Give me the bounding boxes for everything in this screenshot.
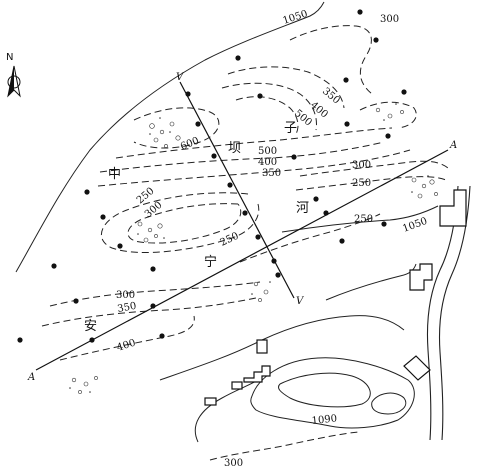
scree-patch-sw xyxy=(69,376,98,394)
contour-label: 500 xyxy=(258,146,277,157)
contour-label: 300 xyxy=(352,160,371,171)
place-char-zhong: 中 xyxy=(108,167,121,182)
contour-1050-outer xyxy=(15,1,325,273)
building-east-small xyxy=(409,263,433,291)
contour-350-sw xyxy=(41,297,257,327)
contour-500-band xyxy=(115,127,393,159)
contour-600-west xyxy=(133,107,220,149)
section-line-v xyxy=(179,81,295,299)
scree-patch-south xyxy=(251,281,271,302)
contour-inner-hill xyxy=(277,372,371,408)
buildings xyxy=(204,189,467,406)
contour-300-east xyxy=(299,160,449,177)
building-square xyxy=(256,339,268,354)
section-v-start-label: V xyxy=(176,72,185,83)
contour-300-south xyxy=(209,431,359,461)
scree-patch-east xyxy=(411,175,438,199)
contour-label: 250 xyxy=(352,178,371,189)
place-char-an: 安 xyxy=(84,319,97,334)
contour-300-ne xyxy=(289,25,373,95)
contour-label: 250 xyxy=(354,214,373,225)
contour-label: 1050 xyxy=(282,9,310,27)
contour-1090 xyxy=(250,357,415,429)
solid-contours xyxy=(15,1,439,443)
contour-label: 600 xyxy=(179,135,201,152)
contour-east-1050 xyxy=(281,205,439,233)
section-a-end-label: A xyxy=(449,140,457,151)
contour-label: 350 xyxy=(117,301,138,315)
contour-label: 300 xyxy=(224,458,243,469)
contour-east-river xyxy=(359,101,417,129)
scree-patch-west xyxy=(149,117,181,148)
place-char-ba: 坝 xyxy=(228,141,241,156)
contour-south-arc xyxy=(159,315,405,381)
contour-label: 250 xyxy=(219,231,241,249)
contour-400-band xyxy=(99,141,385,173)
contour-250-mid xyxy=(239,213,381,263)
contour-250-east xyxy=(295,176,447,191)
contour-label: 300 xyxy=(116,290,135,301)
place-char-zi: 子 xyxy=(284,121,297,136)
building-step xyxy=(243,365,271,383)
section-v-end-label: V xyxy=(296,296,305,307)
contour-south-arc-2 xyxy=(194,379,259,443)
contour-east-low xyxy=(325,263,417,301)
contour-small-top xyxy=(371,392,407,415)
dashed-contours xyxy=(41,25,449,461)
contour-400-sw xyxy=(59,315,195,361)
north-label: N xyxy=(6,52,13,63)
contour-500-north xyxy=(235,96,299,135)
contour-label: 350 xyxy=(262,168,281,179)
section-line-a xyxy=(35,149,449,371)
scree-patch-center xyxy=(137,221,165,243)
contour-label: 400 xyxy=(116,337,138,353)
contour-labels: 1050 300 350 400 500 600 500 400 350 300… xyxy=(116,9,429,469)
contour-350-north xyxy=(227,66,345,109)
river-channel xyxy=(426,185,471,441)
sample-points xyxy=(17,9,407,343)
contour-300-loop xyxy=(127,203,242,244)
scree-patch-ne xyxy=(375,103,404,121)
contour-label: 400 xyxy=(258,157,277,168)
place-char-he: 河 xyxy=(296,201,309,216)
contour-label: 350 xyxy=(320,86,342,107)
place-char-ning: 宁 xyxy=(204,254,217,270)
contour-250-loop xyxy=(100,192,260,254)
building-dam-east xyxy=(439,189,467,227)
section-a-start-label: A xyxy=(27,372,35,383)
building-small-1 xyxy=(231,381,243,390)
north-arrow-icon: N xyxy=(6,52,21,98)
contour-400-north xyxy=(221,82,317,131)
building-small-2 xyxy=(204,397,217,406)
contour-350-band xyxy=(97,149,411,187)
contour-label: 1050 xyxy=(401,216,429,235)
contour-300-sw xyxy=(49,281,261,307)
contour-label: 300 xyxy=(380,14,399,25)
building-diamond xyxy=(403,355,431,381)
contour-label: 1090 xyxy=(311,413,337,427)
